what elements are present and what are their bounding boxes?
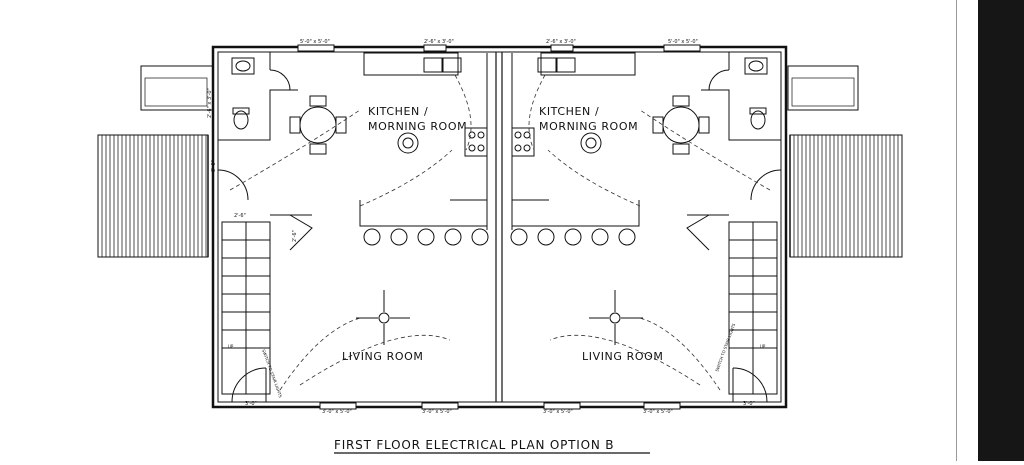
living-room-label-left: LIVING ROOM xyxy=(342,350,423,363)
stair-up-right: UP xyxy=(760,344,766,349)
living-room-label-right: LIVING ROOM xyxy=(582,350,663,363)
dim-bottom-window-2: 3'-0" x 5'-0" xyxy=(422,409,452,415)
dim-top-window-a-left: 5'-0" x 5'-0" xyxy=(300,39,330,45)
ac-unit-right xyxy=(787,65,859,111)
kitchen-label-left-line2: MORNING ROOM xyxy=(368,120,467,133)
exterior-walls xyxy=(211,45,788,409)
left-unit-interior xyxy=(217,52,489,403)
party-wall xyxy=(495,52,503,402)
kitchen-label-right-line1: KITCHEN / xyxy=(539,105,599,118)
deck-left xyxy=(97,134,209,258)
dim-side-d: 2'-6" xyxy=(292,230,298,242)
dim-bottom-window-3: 3'-0" x 5'-0" xyxy=(543,409,573,415)
stair-up-left: UP xyxy=(228,344,234,349)
dim-top-window-a-right: 5'-0" x 5'-0" xyxy=(668,39,698,45)
windows xyxy=(297,44,701,410)
kitchen-label-left-line1: KITCHEN / xyxy=(368,105,428,118)
right-unit-interior xyxy=(510,52,782,403)
dim-bottom-window-1: 3'-0" x 5'-0" xyxy=(322,409,352,415)
viewer-edge xyxy=(978,0,1024,461)
dim-door-right: 3'-0" xyxy=(743,401,755,407)
drawing-title: FIRST FLOOR ELECTRICAL PLAN OPTION B xyxy=(334,438,614,452)
ac-unit-left xyxy=(140,65,214,111)
dim-side-b: 2'-6" xyxy=(234,213,246,219)
switch-wiring xyxy=(229,74,771,391)
dim-side-a: 2'-6" x 3'-0" xyxy=(207,88,213,118)
dim-top-window-b-right: 2'-6" x 3'-0" xyxy=(546,39,576,45)
dim-side-c: 3'-0" xyxy=(211,160,217,172)
dim-top-window-b-left: 2'-6" x 3'-0" xyxy=(424,39,454,45)
dim-bottom-window-4: 3'-0" x 5'-0" xyxy=(643,409,673,415)
dim-door-left: 3'-0" xyxy=(245,401,257,407)
deck-right xyxy=(789,134,903,258)
kitchen-label-right-line2: MORNING ROOM xyxy=(539,120,638,133)
sheet-border xyxy=(956,0,957,461)
